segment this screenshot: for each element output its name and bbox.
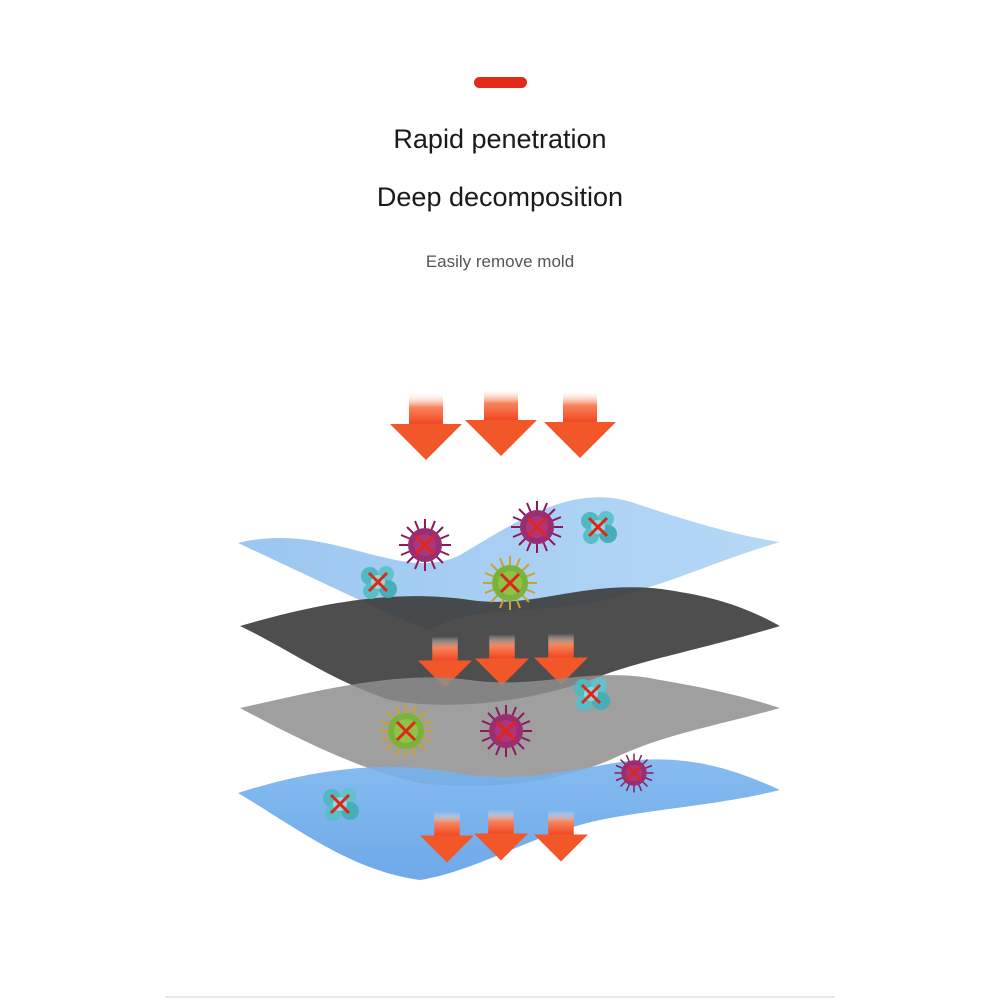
bacteria-icon <box>481 554 539 612</box>
accent-bar <box>474 77 527 88</box>
bacteria-icon <box>377 702 435 760</box>
arrow-down-icon <box>390 392 462 460</box>
arrow-down-icon <box>544 390 616 458</box>
headline-rapid-penetration: Rapid penetration <box>393 124 607 154</box>
subtitle-remove-mold: Easily remove mold <box>425 252 575 271</box>
headline-deep-decomposition: Deep decomposition <box>376 182 624 212</box>
divider <box>165 996 835 998</box>
arrow-down-icon <box>465 388 537 456</box>
